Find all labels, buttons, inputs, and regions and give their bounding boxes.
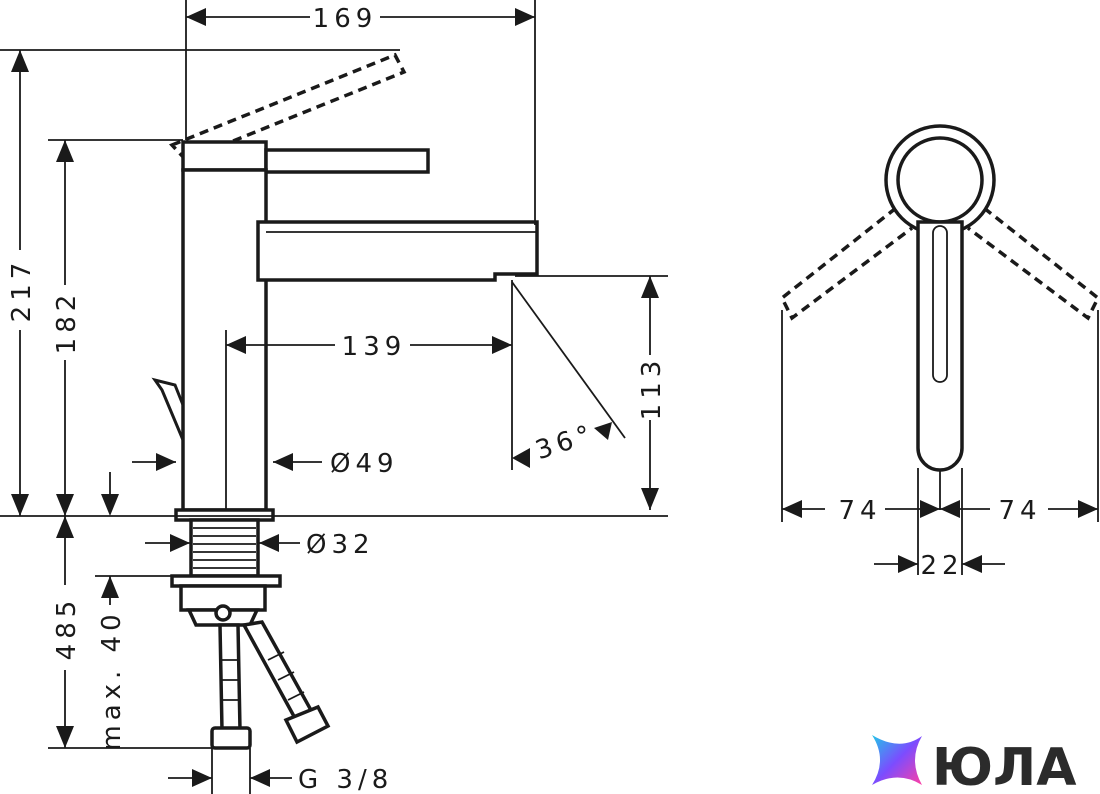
dim-body-diameter: Ø49: [330, 449, 399, 479]
threaded-shank: [189, 518, 260, 578]
dim-thread: G 3/8: [298, 765, 393, 794]
arrow-head: [192, 769, 212, 787]
arrow-head: [273, 453, 293, 471]
arrow-head: [641, 276, 659, 298]
dim-74-right: 74: [998, 496, 1041, 526]
arrow-head: [11, 50, 29, 72]
arrow-head: [250, 769, 270, 787]
dim-485: 485: [52, 596, 82, 661]
faucet-body: [181, 168, 268, 512]
brand-logo: ЮЛА: [872, 735, 1076, 794]
logo-text: ЮЛА: [932, 738, 1076, 794]
arrow-head: [170, 534, 190, 552]
lever-handle: [264, 148, 430, 174]
lever-swing-right: [966, 206, 1100, 321]
arrow-head: [512, 448, 530, 468]
arrow-head: [1078, 500, 1098, 518]
arrow-head: [56, 516, 74, 538]
arrow-head: [898, 555, 918, 573]
popup-rod: [151, 377, 185, 441]
mounting-nut: [179, 584, 267, 612]
top-view: 74 74 22: [779, 124, 1100, 581]
dim-max-40: max. 40: [97, 609, 127, 750]
dim-angle: 36°: [532, 419, 599, 466]
arrow-head: [940, 500, 960, 518]
faucet-spout: [256, 220, 539, 282]
arrow-head: [101, 494, 119, 516]
dim-139: 139: [342, 332, 407, 362]
logo-star-icon: [872, 735, 922, 785]
top-lever: [916, 220, 964, 472]
arrow-head: [515, 8, 535, 26]
dim-22: 22: [920, 551, 963, 581]
arrow-head: [11, 494, 29, 516]
dim-113: 113: [637, 356, 667, 421]
side-dimensions: 169 217 182 139 113 36°: [0, 0, 668, 794]
arrow-head: [920, 500, 940, 518]
shank-threads: [193, 527, 256, 569]
arrow-head: [226, 336, 246, 354]
faucet-cap: [181, 140, 268, 172]
dim-shank-diameter: Ø32: [306, 530, 375, 560]
body-inner-circle: [896, 136, 984, 224]
arrow-head: [259, 534, 279, 552]
arrow-head: [56, 494, 74, 516]
arrow-head: [101, 576, 119, 598]
dim-182: 182: [52, 290, 82, 355]
nut-screw: [214, 604, 232, 622]
arrow-head: [962, 555, 982, 573]
arrow-head: [56, 726, 74, 748]
flow-angle-line: [511, 281, 626, 439]
lever-slot: [932, 225, 948, 383]
arrow-head: [594, 422, 612, 440]
arrow-head: [782, 500, 802, 518]
supply-hoses: [210, 620, 331, 750]
arrow-head: [56, 140, 74, 162]
dim-169: 169: [313, 4, 378, 34]
arrow-head: [641, 488, 659, 510]
dim-74-left: 74: [838, 496, 881, 526]
arrow-head: [186, 8, 206, 26]
lever-swing-left: [779, 206, 914, 321]
arrow-head: [492, 336, 512, 354]
dim-217: 217: [7, 258, 37, 323]
side-view: [151, 52, 539, 750]
arrow-head: [156, 453, 176, 471]
